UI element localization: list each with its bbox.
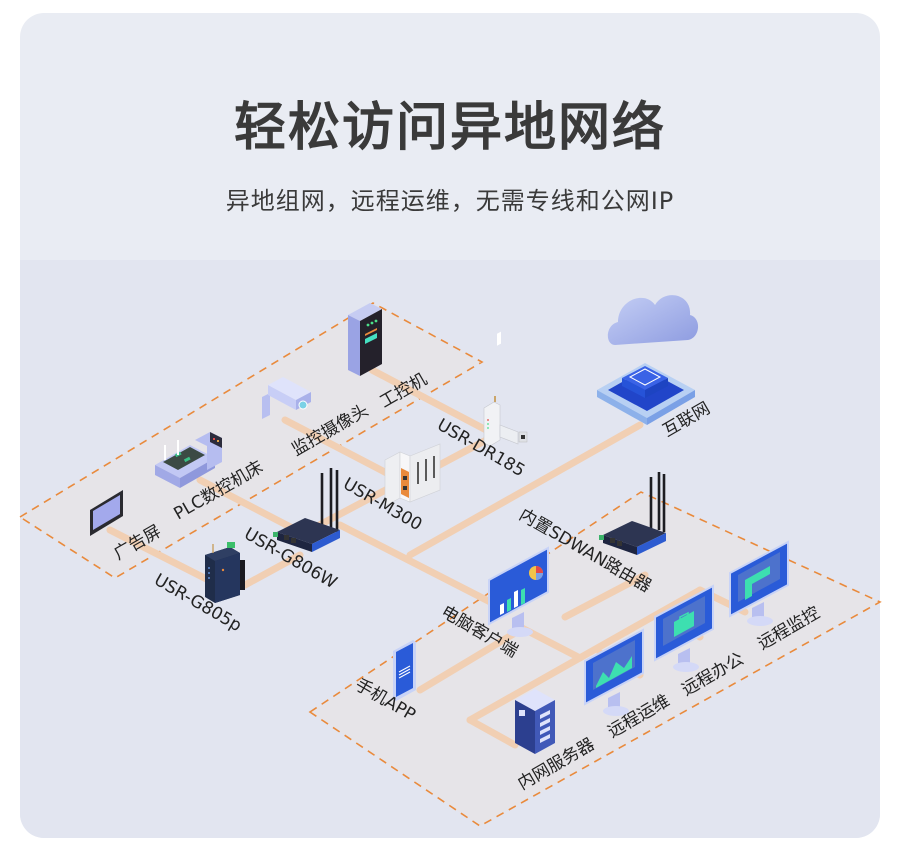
usr-g805p-device-icon — [205, 542, 245, 603]
plc-cnc-machine-icon — [155, 432, 222, 488]
usr-m300-device-icon — [384, 443, 441, 507]
industrial-pc-icon — [348, 303, 382, 376]
remote-ops-monitor-icon — [584, 628, 644, 716]
connector-pc-mobile — [416, 626, 524, 694]
surveillance-camera-icon — [262, 377, 311, 419]
ad-screen-icon — [90, 490, 123, 536]
connector-server-loop — [466, 716, 519, 749]
connector-g805p-g806w — [241, 551, 304, 589]
connector-g806w-m300 — [306, 481, 399, 534]
usr-g806w-router-icon — [273, 468, 340, 552]
remote-monitoring-monitor-icon — [729, 540, 789, 626]
intranet-server-icon — [515, 689, 555, 754]
sdwan-router-icon — [599, 472, 666, 555]
connector-plc-g806w — [196, 476, 304, 536]
remote-office-monitor-icon — [654, 584, 714, 672]
connector-internet-trunk — [406, 421, 644, 559]
connector-router-trunk — [561, 571, 649, 621]
page-title: 轻松访问异地网络 — [233, 98, 666, 158]
connector-ipc-dr185 — [368, 366, 494, 436]
mobile-phone-icon — [393, 640, 416, 701]
usr-dr185-device-icon — [483, 396, 528, 447]
internet-chip-icon — [597, 363, 695, 425]
pc-client-monitor-icon — [488, 331, 549, 637]
connector-bus-2 — [466, 586, 704, 724]
internet-cloud-icon — [607, 295, 699, 345]
connector-camera-m300 — [281, 416, 404, 484]
connector-trunk-pc — [336, 521, 504, 611]
page-subtitle: 异地组网，远程运维，无需专线和公网IP — [225, 187, 675, 215]
